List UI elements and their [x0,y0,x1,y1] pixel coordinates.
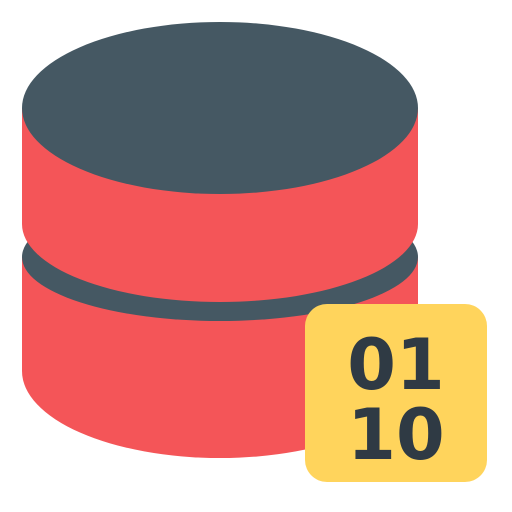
binary-badge-background [305,304,487,482]
binary-line-2: 10 [347,394,444,476]
binary-badge: 01 10 [305,304,487,482]
binary-line-1: 01 [347,324,444,406]
upper-disk [22,22,418,302]
upper-disk-top [22,22,418,194]
